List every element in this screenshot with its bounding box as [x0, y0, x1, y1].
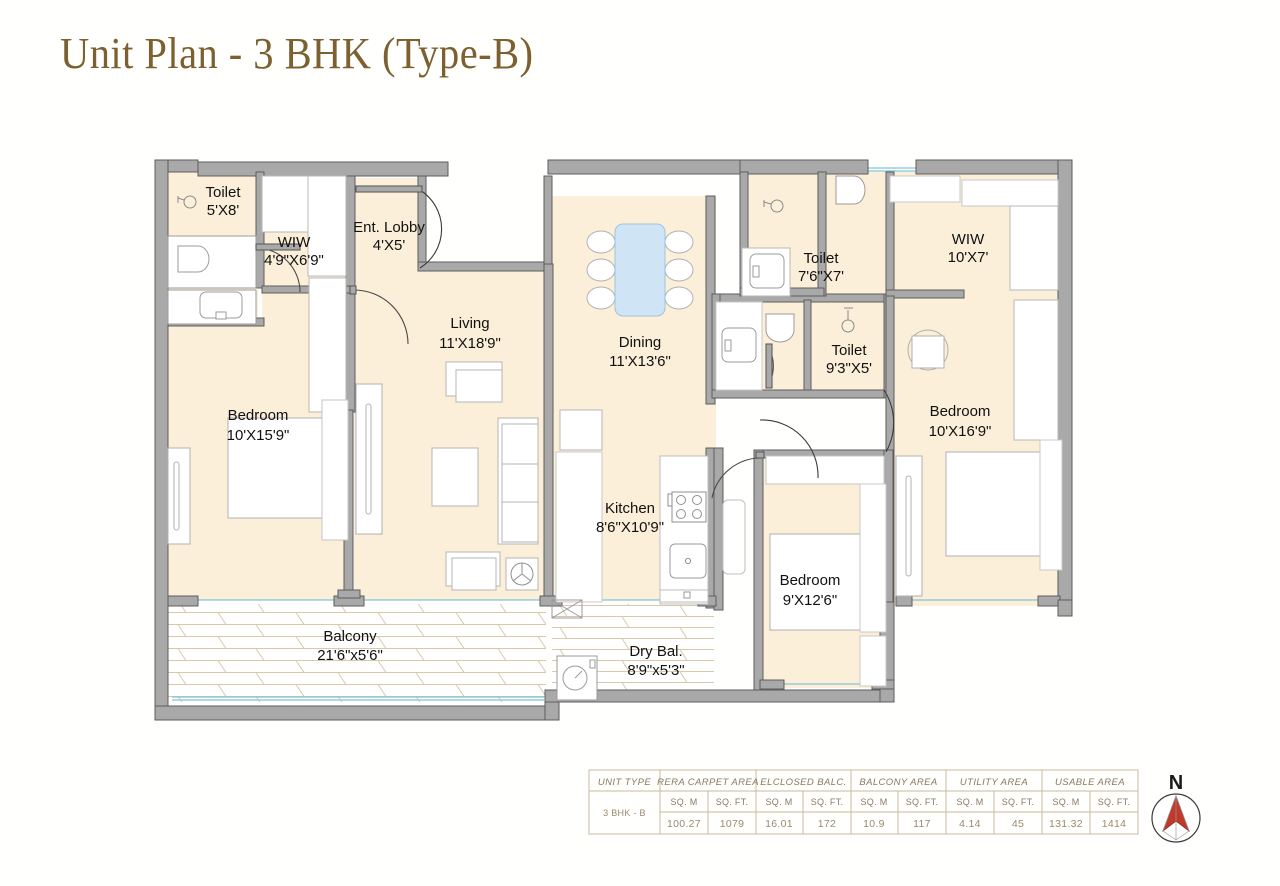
chair-right-bedroom: [907, 329, 949, 371]
table-unit-header: SQ. FT.: [811, 797, 844, 807]
washing-machine-icon: [556, 655, 598, 701]
room-label: Bedroom: [228, 407, 289, 424]
room-dim: 4'X5': [373, 237, 406, 254]
room-label: Balcony: [323, 628, 377, 645]
room-label: Bedroom: [780, 572, 841, 589]
room-dim: 10'X15'9": [227, 427, 290, 444]
room-dim: 21'6"x5'6": [317, 647, 383, 664]
basin-icon-mid-toilet: [749, 253, 785, 289]
room-dim: 7'6"X7': [798, 268, 844, 285]
room-label: Kitchen: [605, 500, 655, 517]
room-dim: 8'9"x5'3": [627, 662, 684, 679]
table-unit-header: SQ. M: [765, 797, 792, 807]
table-group-header: USABLE AREA: [1055, 777, 1125, 788]
table-unit-header: SQ. FT.: [906, 797, 939, 807]
room-label: Toilet: [803, 250, 839, 267]
room-dim: 9'X12'6": [783, 592, 837, 609]
dining-set: [586, 223, 694, 317]
window-glazing: [172, 167, 1040, 701]
table-value: 100.27: [667, 818, 701, 830]
room-dim: 4'9"X6'9": [264, 252, 324, 269]
fixtures: [167, 175, 1063, 701]
room-label: Living: [450, 315, 489, 332]
shower-icon-left-toilet: [177, 195, 197, 209]
wardrobe-mid-bedroom: [765, 455, 885, 485]
wc-icon-left-toilet: [177, 245, 210, 273]
table-unit-header: SQ. M: [1052, 797, 1079, 807]
fan-icon: [505, 557, 539, 591]
table-value: 1414: [1102, 818, 1127, 830]
dining-table: [614, 223, 666, 317]
north-label: N: [1169, 772, 1183, 794]
balcony-deck: [168, 604, 714, 702]
room-label: Dining: [619, 334, 662, 351]
room-labels: Toilet 5'X8' WIW 4'9"X6'9" Ent. Lobby 4'…: [205, 184, 991, 679]
table-group-header: UTILITY AREA: [960, 777, 1028, 788]
table-value: 16.01: [765, 818, 793, 830]
room-dim: 5'X8': [207, 202, 240, 219]
shower-icon-mid-toilet: [763, 199, 784, 213]
bed-left-bedroom: [227, 417, 341, 519]
kitchen-counter: [659, 455, 709, 605]
table-unit-header: SQ. M: [860, 797, 887, 807]
table-value: 117: [913, 818, 931, 830]
area-table: UNIT TYPE RERA CARPET AREA ELCLOSED BALC…: [588, 769, 1139, 835]
door-swings: [255, 185, 895, 499]
page-title: Unit Plan - 3 BHK (Type-B): [60, 29, 534, 78]
table-group-header: BALCONY AREA: [859, 777, 937, 788]
room-dim: 10'X7': [948, 249, 989, 266]
table-group-header: RERA CARPET AREA: [657, 777, 759, 788]
room-dim: 9'3"X5': [826, 360, 872, 377]
basin-icon-lower-toilet: [721, 327, 757, 363]
table-unit-header: SQ. FT.: [1002, 797, 1035, 807]
table-value: 1079: [720, 818, 745, 830]
shower-icon-lower-toilet: [841, 307, 855, 333]
table-value: 10.9: [863, 818, 885, 830]
room-dim: 8'6"X10'9": [596, 519, 664, 536]
room-label: Dry Bal.: [629, 643, 682, 660]
table-group-header: UNIT TYPE: [598, 777, 651, 788]
room-label: Bedroom: [930, 403, 991, 420]
table-unit-type-value: 3 BHK - B: [603, 808, 646, 818]
room-label: WIW: [278, 234, 311, 251]
table-value: 4.14: [959, 818, 981, 830]
table-unit-header: SQ. FT.: [716, 797, 749, 807]
room-label: Toilet: [831, 342, 867, 359]
wc-icon-lower-toilet: [765, 313, 795, 343]
coffee-table: [431, 447, 479, 507]
room-dim: 10'X16'9": [929, 423, 992, 440]
sink-icon: [669, 543, 707, 579]
table-value: 172: [818, 818, 836, 830]
walls: [154, 159, 1073, 721]
table-value: 45: [1012, 818, 1024, 830]
room-label: Ent. Lobby: [353, 219, 425, 236]
room-label: Toilet: [205, 184, 241, 201]
table-unit-header: SQ. FT.: [1098, 797, 1131, 807]
table-unit-header: SQ. M: [670, 797, 697, 807]
room-label: WIW: [952, 231, 985, 248]
wc-icon-mid-toilet-top: [835, 175, 866, 205]
table-unit-header: SQ. M: [956, 797, 983, 807]
room-dim: 11'X13'6": [609, 353, 671, 370]
table-value: 131.32: [1049, 818, 1083, 830]
north-arrow-icon: N: [1151, 772, 1201, 843]
room-dim: 11'X18'9": [439, 335, 501, 352]
table-group-header: ELCLOSED BALC.: [760, 777, 846, 788]
hob-icon: [667, 491, 707, 523]
